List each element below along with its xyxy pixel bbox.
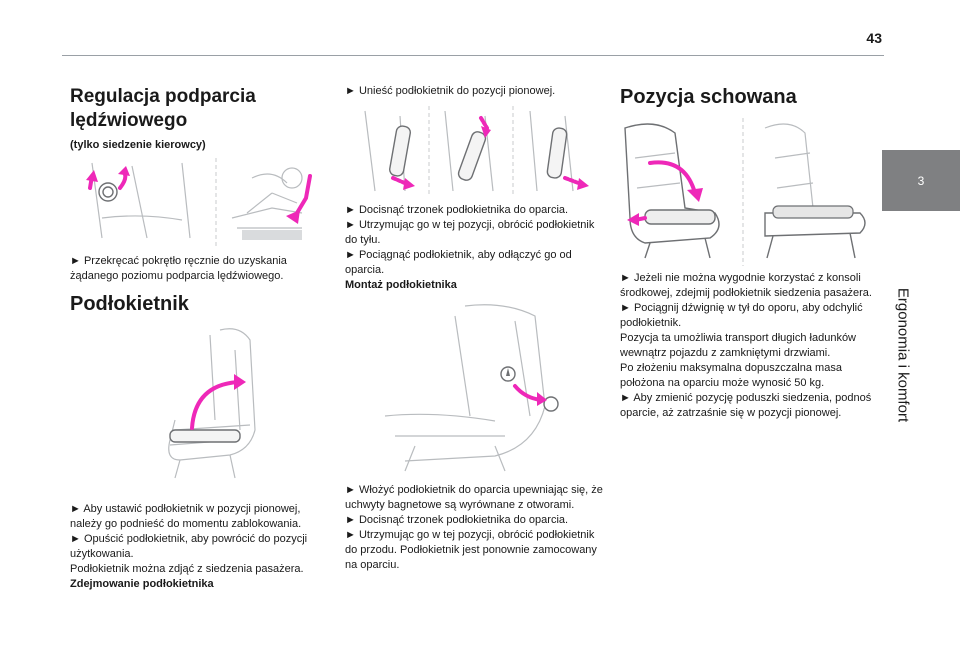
install-step-insert: ► Włożyć podłokietnik do oparcia upewnia… [345,484,603,511]
stowed-step-lever: ► Pociągnij dźwignię w tył do oporu, aby… [620,302,863,329]
page-number: 43 [866,30,882,46]
header-divider [62,55,884,56]
chapter-tab[interactable]: 3 [882,150,960,211]
armrest-removal-sequence-illustration [345,106,597,196]
install-step-press: ► Docisnąć trzonek podłokietnika do opar… [345,514,569,526]
stowed-instructions: ► Jeżeli nie można wygodnie korzystać z … [620,271,878,421]
armrest-removal-heading: Zdejmowanie podłokietnika [70,578,214,590]
section-subtitle: (tylko siedzenie kierowcy) [70,139,206,151]
removal-step-rotate: ► Utrzymując go w tej pozycji, obrócić p… [345,219,595,246]
section-title-stowed: Pozycja schowana [620,86,797,108]
armrest-note-removable: Podłokietnik można zdjąć z siedzenia pas… [70,563,304,575]
install-step-rotate: ► Utrzymując go w tej pozycji, obrócić p… [345,529,597,571]
section-title-lumbar: Regulacja podparcia lędźwiowego [70,86,256,131]
removal-step-press: ► Docisnąć trzonek podłokietnika do opar… [345,204,569,216]
install-instructions: ► Włożyć podłokietnik do oparcia upewnia… [345,483,603,573]
install-heading: Montaż podłokietnika [345,279,457,291]
stowed-step-cushion: ► Aby zmienić pozycję poduszki siedzenia… [620,392,872,419]
armrest-instructions: ► Aby ustawić podłokietnik w pozycji pio… [70,502,325,592]
armrest-raise-illustration [140,320,280,480]
stowed-note-transport: Pozycja ta umożliwia transport długich ł… [620,332,857,359]
stowed-note-max-mass: Po złożeniu maksymalna dopuszczalna masa… [620,362,842,389]
section-title-armrest: Podłokietnik [70,293,189,315]
chapter-title: Ergonomia i komfort [894,287,912,423]
lumbar-instruction: ► Przekręcać pokrętło ręcznie do uzyskan… [70,255,287,282]
armrest-step-raise: ► Aby ustawić podłokietnik w pozycji pio… [70,503,302,530]
stowed-step-remove: ► Jeżeli nie można wygodnie korzystać z … [620,272,872,299]
lumbar-illustration [72,158,324,246]
removal-instructions: ► Docisnąć trzonek podłokietnika do opar… [345,203,603,293]
stowed-position-illustration [615,118,873,266]
armrest-step-lower: ► Opuścić podłokietnik, aby powrócić do … [70,533,308,560]
removal-step-pull: ► Pociągnąć podłokietnik, aby odłączyć g… [345,249,572,276]
removal-step-raise: ► Unieść podłokietnik do pozycji pionowe… [345,85,556,97]
armrest-install-illustration [345,296,600,474]
